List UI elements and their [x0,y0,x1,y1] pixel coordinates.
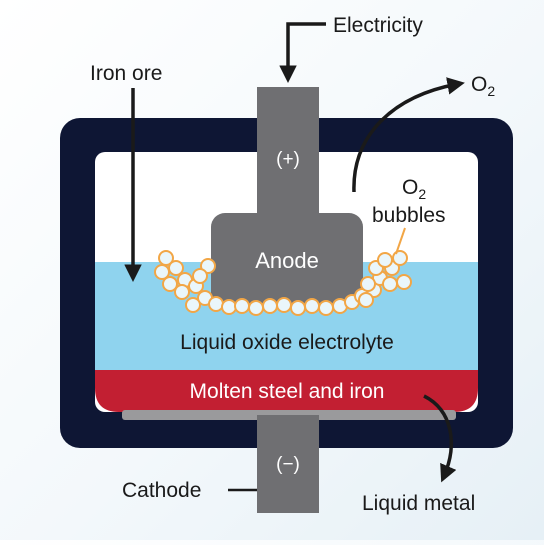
o2-label: O2 [471,73,495,99]
o2-bubble [185,297,201,313]
o2-bubble [358,292,374,308]
o2-bubbles [154,250,412,316]
o2-label-o: O [471,73,487,96]
cathode-sign: (−) [276,454,300,475]
cathode-rod [257,415,319,513]
bubbles-label: bubbles [372,204,446,227]
o2-label-sub: 2 [487,83,495,99]
electrolyte-label: Liquid oxide electrolyte [180,331,394,354]
o2-bubble [377,252,393,268]
o2-bubble [158,250,174,266]
o2-bubble [360,276,376,292]
bubbles-leader-line [395,227,406,255]
o2-bubbles-sub: 2 [418,186,426,202]
o2-bubble [392,250,408,266]
molten-label: Molten steel and iron [190,380,385,403]
o2-bubbles-o: O [402,176,418,199]
o2-bubble [174,284,190,300]
cathode-label: Cathode [122,479,201,502]
o2-bubbles-o-label: O2 [402,176,426,202]
electricity-label: Electricity [333,14,423,37]
liquid-metal-label: Liquid metal [362,492,475,515]
o2-bubble [221,299,237,315]
iron-ore-label: Iron ore [90,62,162,85]
o2-bubble [248,300,264,316]
o2-bubble [208,296,224,312]
o2-bubble [154,264,170,280]
o2-bubble [168,260,184,276]
liquid-metal-arrow [423,394,457,483]
molten-layer [95,370,478,412]
anode-label: Anode [255,248,319,273]
anode-sign: (+) [276,149,300,170]
o2-bubble [162,276,178,292]
anode-block [211,213,363,307]
o2-bubble [192,268,208,284]
o2-bubble [318,300,334,316]
o2-bubble [276,297,292,313]
o2-bubble [396,274,412,290]
o2-bubble [290,300,306,316]
o2-bubble [304,298,320,314]
o2-bubble [234,298,250,314]
electricity-arrow [279,22,326,83]
anode-rod [257,87,319,217]
o2-bubble [262,298,278,314]
o2-bubble [382,276,398,292]
o2-out-arrow [352,77,465,193]
